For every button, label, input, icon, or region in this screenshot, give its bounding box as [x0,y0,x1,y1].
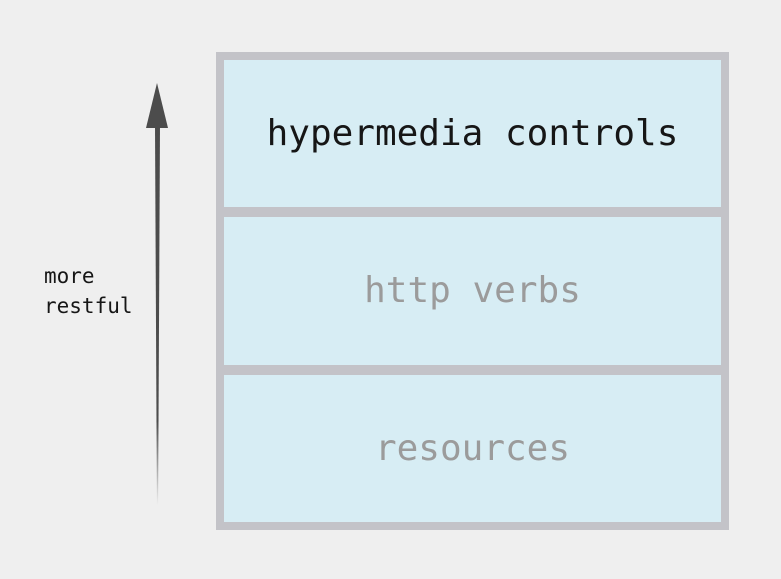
rest-maturity-stack: hypermedia controls http verbs resources [216,52,729,530]
level-hypermedia-controls: hypermedia controls [224,60,721,208]
level-label: resources [374,427,571,469]
up-arrow-icon [146,83,168,128]
more-restful-label: more restful [44,264,133,318]
level-label: http verbs [364,270,581,312]
level-label: hypermedia controls [266,113,679,155]
level-http-verbs: http verbs [224,217,721,365]
level-resources: resources [224,374,721,522]
up-arrow-shaft [155,126,160,505]
